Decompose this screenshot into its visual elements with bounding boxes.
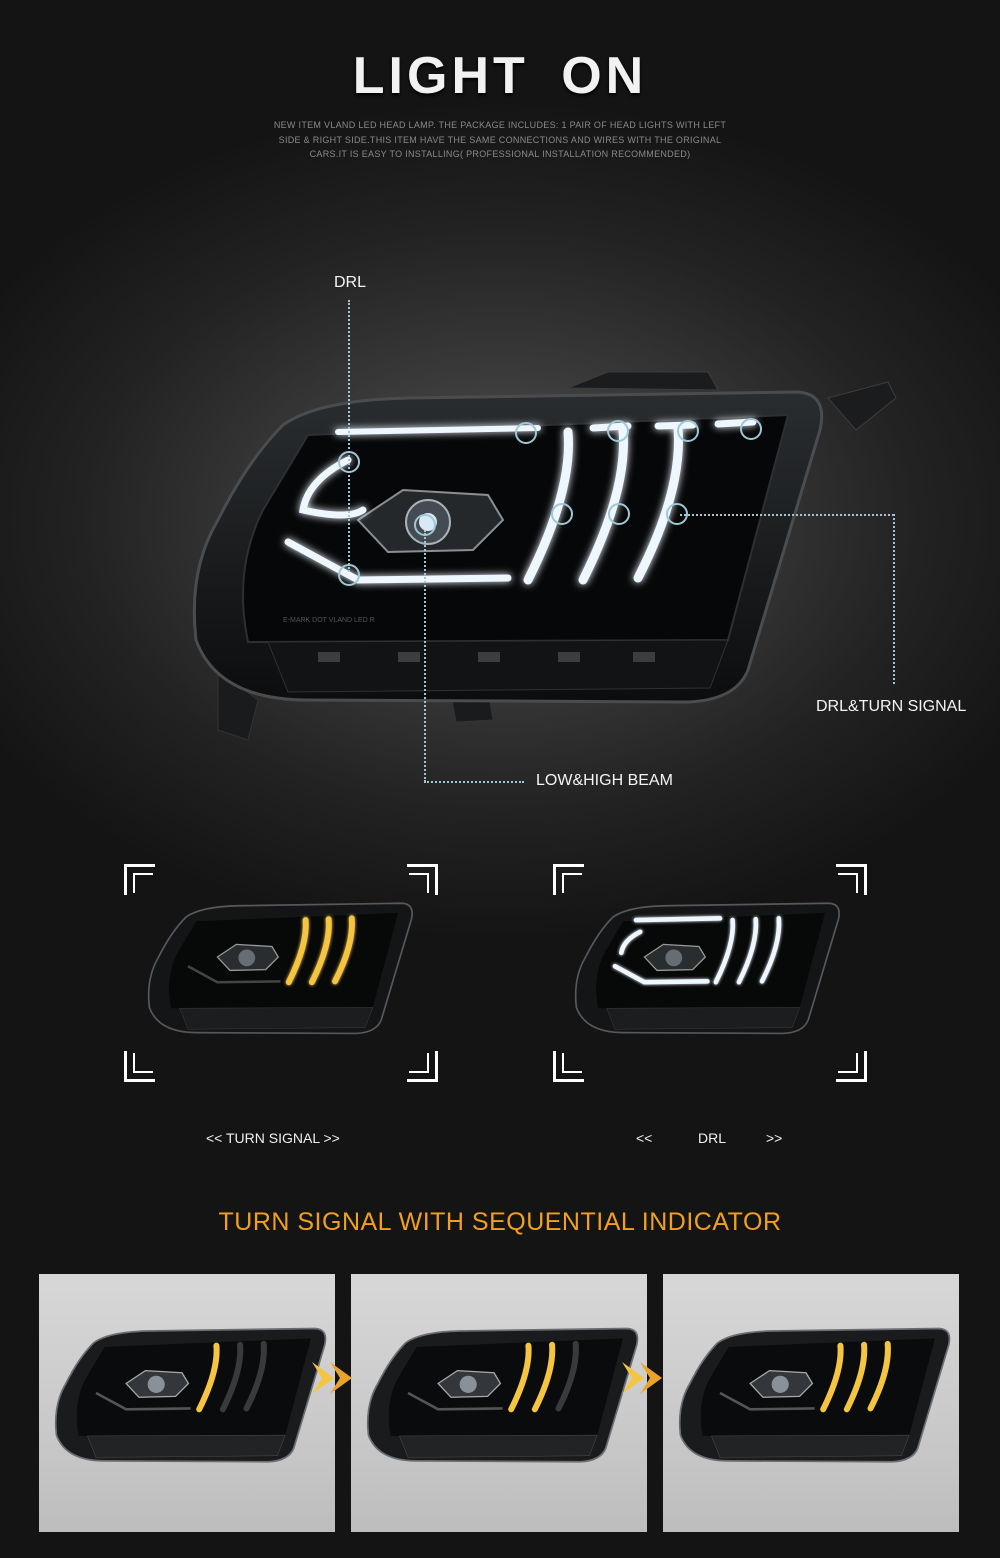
sequence-headlamp-image — [54, 1327, 327, 1463]
main-headlamp-image: E-MARK DOT VLAND LED R — [192, 371, 897, 741]
drl-label: DRL — [334, 274, 367, 291]
lit-turn-bar — [531, 1341, 556, 1413]
turn-signal-caption: << TURN SIGNAL >> — [206, 1130, 340, 1146]
sequence-step-1 — [39, 1274, 335, 1532]
lit-turn-bar — [820, 1342, 844, 1413]
drl-turn-signal-label: DRL&TURN SIGNAL — [816, 698, 967, 715]
lit-turn-bar — [196, 1342, 220, 1413]
unlit-turn-bar — [219, 1341, 244, 1413]
lit-turn-bar — [843, 1341, 868, 1413]
sequence-headlamp-image — [678, 1327, 951, 1463]
turn-signal-frame — [124, 864, 438, 1082]
drl-caption-right: >> — [766, 1130, 783, 1146]
drl-headlamp-image — [574, 902, 840, 1035]
drl-caption: DRL — [698, 1130, 727, 1146]
unlit-turn-bar — [555, 1340, 579, 1412]
sequence-step-2 — [351, 1274, 647, 1532]
product-description: NEW ITEM VLAND LED HEAD LAMP. THE PACKAG… — [273, 120, 727, 159]
sequence-arrow-icon-1 — [312, 1362, 352, 1394]
drl-callout-line — [348, 300, 350, 572]
turn-signal-headlamp-image — [147, 902, 413, 1035]
sequence-arrow-icon-2 — [622, 1362, 662, 1394]
low-high-beam-label: LOW&HIGH BEAM — [536, 772, 673, 789]
drl-caption-left: << — [636, 1130, 653, 1146]
unlit-turn-bar — [243, 1340, 267, 1412]
drl-turn-callout-line-h — [680, 514, 894, 516]
drl-frame — [553, 864, 867, 1082]
page-title: LIGHT ON — [352, 47, 648, 105]
beam-callout-line-h — [424, 781, 524, 783]
beam-callout-line-v — [424, 530, 426, 782]
sequential-indicator-title: TURN SIGNAL WITH SEQUENTIAL INDICATOR — [218, 1208, 782, 1236]
lit-turn-bar — [508, 1342, 532, 1413]
sequence-step-3 — [663, 1274, 959, 1532]
drl-turn-callout-line-v — [893, 514, 895, 684]
svg-text:E-MARK DOT VLAND LED R: E-MARK DOT VLAND LED R — [283, 617, 375, 624]
lit-turn-bar — [867, 1340, 891, 1412]
sequence-headlamp-image — [366, 1327, 639, 1463]
